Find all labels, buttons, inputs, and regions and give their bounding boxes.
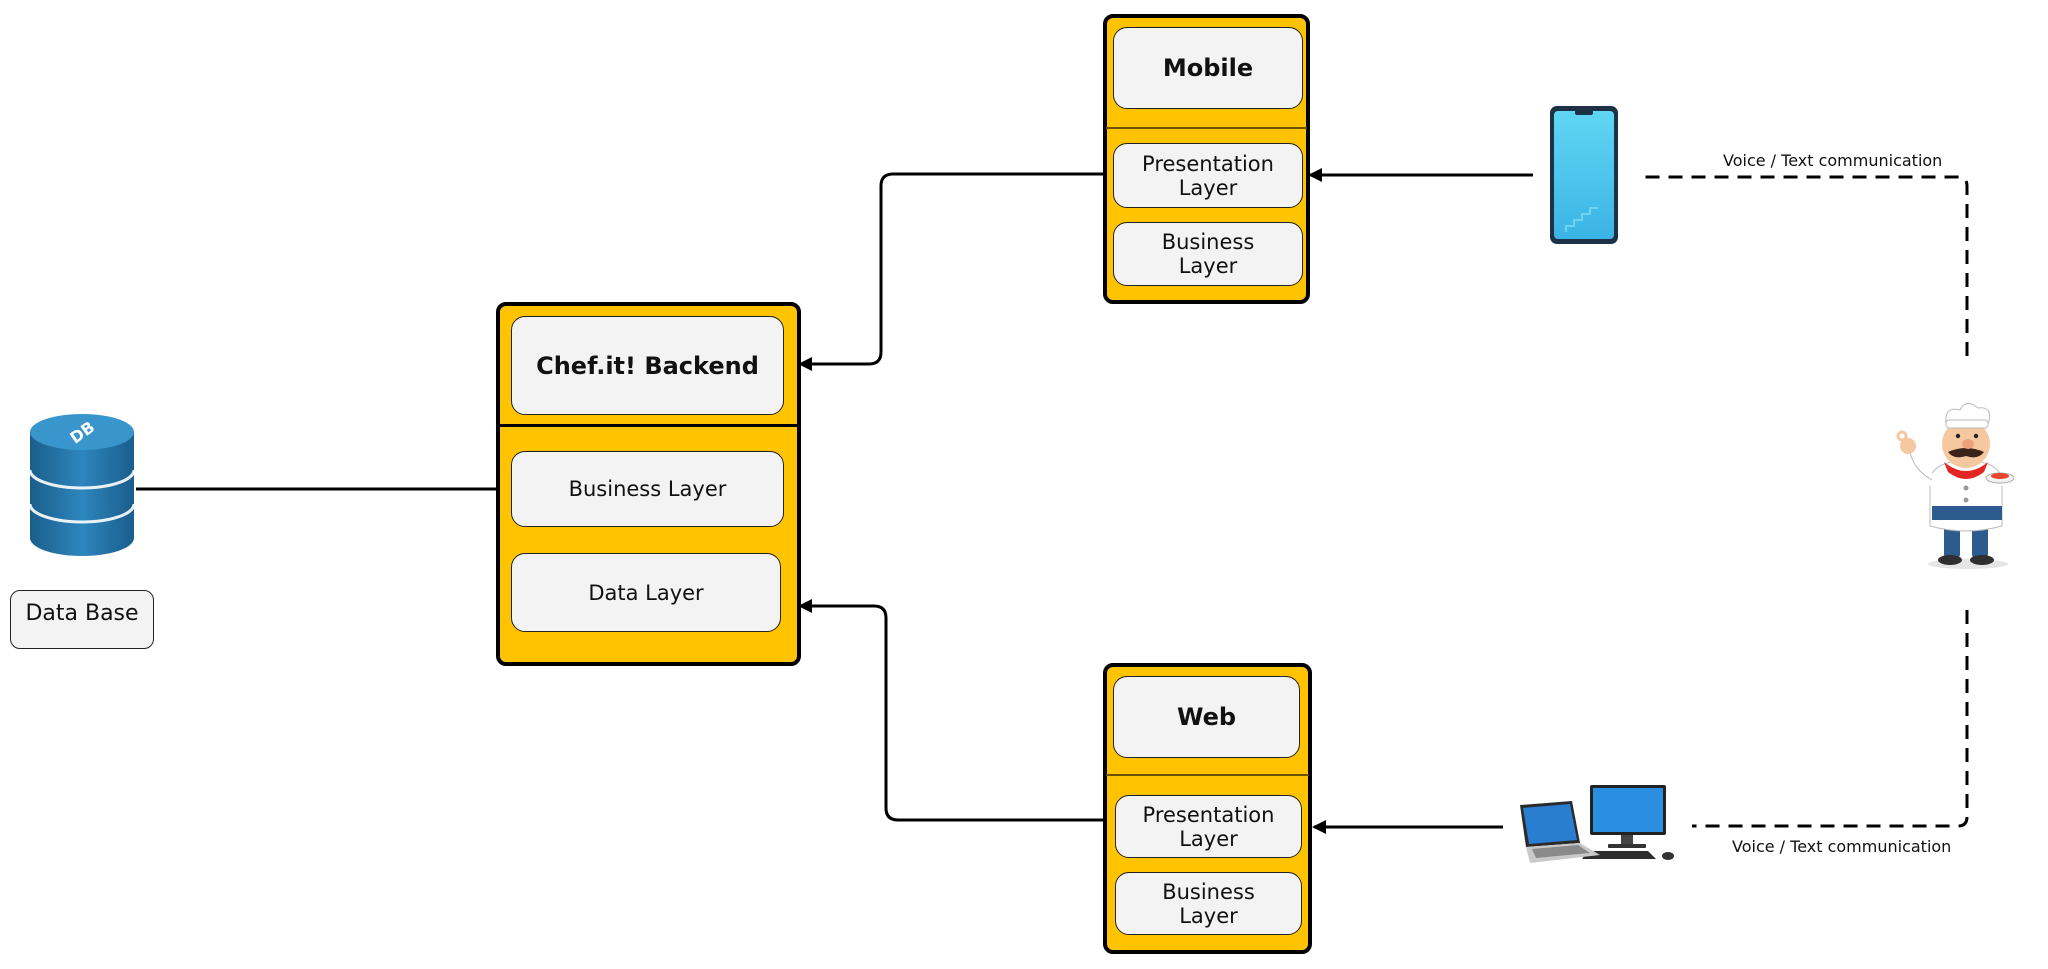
backend-business-layer: Business Layer [511, 451, 784, 527]
backend-separator [498, 424, 799, 427]
backend-title: Chef.it! Backend [511, 316, 784, 415]
web-communication-label: Voice / Text communication [1732, 837, 1952, 856]
mobile-business-layer: Business Layer [1113, 222, 1303, 286]
chef-icon [1896, 403, 2014, 569]
web-presentation-layer: Presentation Layer [1115, 795, 1302, 858]
smartphone-icon [1550, 106, 1618, 244]
chef-to-computer-dashed [1692, 610, 1969, 828]
laptop-desktop-icon [1520, 785, 1674, 863]
chef-to-phone-dashed [1643, 175, 1969, 356]
mobile-title: Mobile [1113, 27, 1303, 109]
web-to-backend-arrow [798, 599, 1104, 822]
web-title: Web [1113, 676, 1300, 758]
backend-data-layer: Data Layer [511, 553, 781, 632]
mobile-communication-label: Voice / Text communication [1723, 151, 1943, 170]
mobile-to-backend-arrow [798, 172, 1104, 371]
mobile-separator [1106, 127, 1307, 129]
web-business-layer: Business Layer [1115, 872, 1302, 935]
web-separator [1106, 774, 1309, 776]
database-label: Data Base [10, 590, 154, 649]
database-icon: DB [28, 414, 136, 556]
mobile-presentation-layer: Presentation Layer [1113, 143, 1303, 208]
